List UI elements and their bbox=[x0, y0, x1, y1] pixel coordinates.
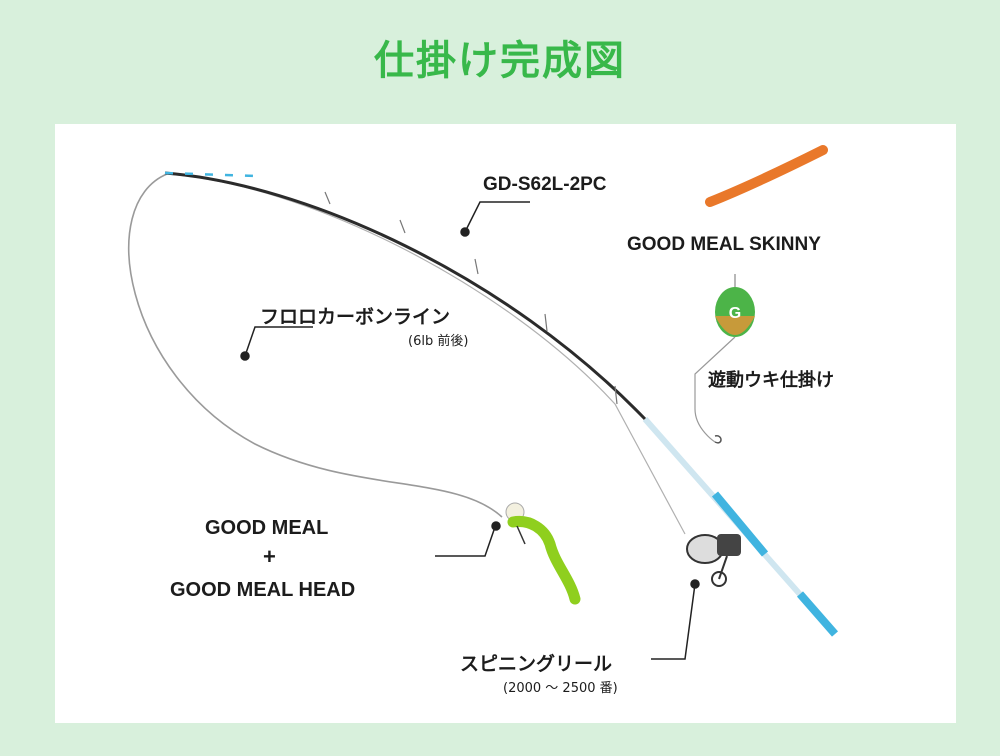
rig-diagram: G bbox=[127, 145, 839, 660]
line-spec-label: (6lb 前後) bbox=[408, 334, 469, 349]
soft-lure-skinny-icon bbox=[705, 145, 828, 207]
rod-tip-icon bbox=[164, 171, 256, 178]
diagram-panel: G GD-S62L-2PC フロロカーボンライン (6lb 前後) GOOD M… bbox=[55, 124, 956, 723]
float-rig-label: 遊動ウキ仕掛け bbox=[708, 370, 834, 390]
page-title: 仕掛け完成図 bbox=[374, 38, 626, 84]
rod-blank bbox=[164, 171, 647, 421]
line-label: フロロカーボンライン bbox=[260, 307, 451, 328]
reel-spec-label: (2000 〜 2500 番) bbox=[503, 681, 618, 696]
rod-end-icon bbox=[796, 591, 839, 637]
meal-label: GOOD MEAL bbox=[205, 517, 329, 539]
rod-grip-icon bbox=[711, 491, 769, 557]
rod-label: GD-S62L-2PC bbox=[483, 174, 607, 195]
meal-head-label: GOOD MEAL HEAD bbox=[170, 579, 356, 601]
skinny-label: GOOD MEAL SKINNY bbox=[627, 234, 821, 255]
spinning-reel-icon bbox=[686, 534, 741, 587]
float-letter: G bbox=[729, 305, 741, 322]
reel-label: スピニングリール bbox=[460, 654, 613, 675]
callout-lines bbox=[240, 201, 700, 660]
float-rig-icon: G bbox=[694, 274, 755, 444]
plus-label: + bbox=[263, 544, 276, 569]
soft-lure-meal-icon bbox=[505, 502, 581, 605]
rod-guides-icon bbox=[324, 191, 618, 405]
line-loop bbox=[127, 173, 503, 518]
